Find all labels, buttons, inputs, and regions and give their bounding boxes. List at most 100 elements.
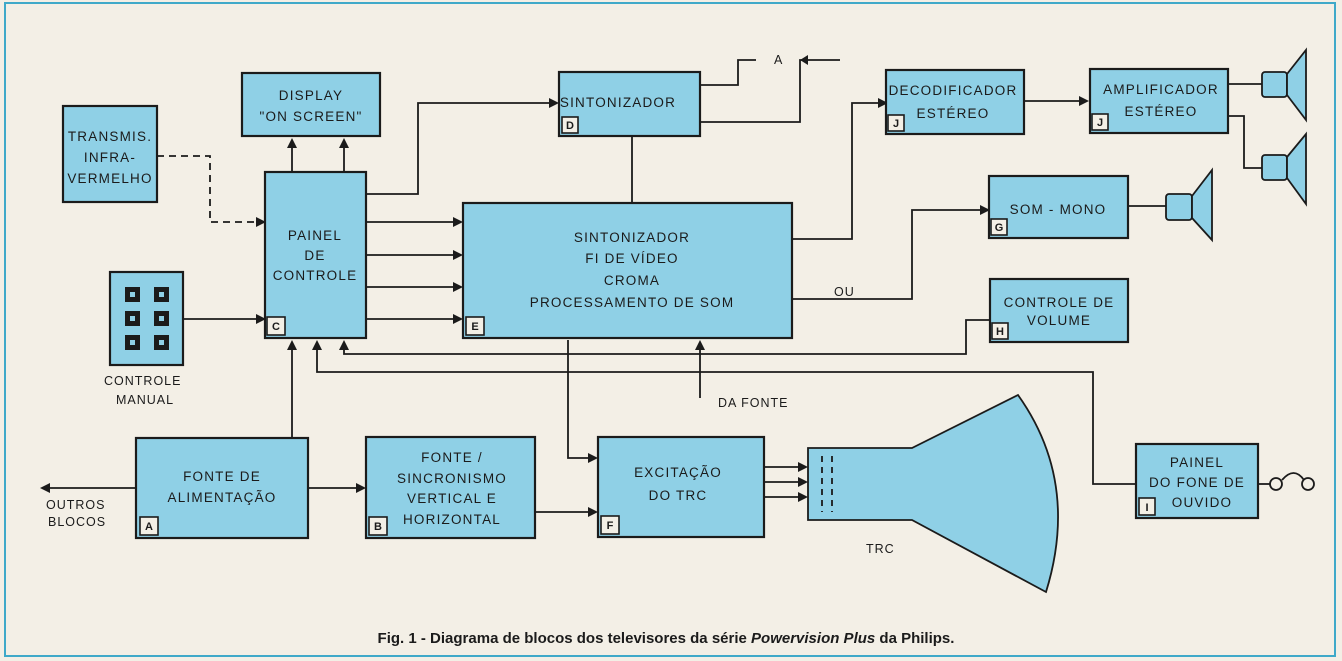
fonte-block: FONTE DE ALIMENTAÇÃO A [134,436,310,540]
arrowhead [256,314,266,324]
ir-link-line [157,155,258,223]
main-line-4: PROCESSAMENTO DE SOM [530,295,735,310]
transmis-line-2: INFRA- [84,150,136,165]
sincronismo-tag: B [374,521,382,533]
arrowhead [549,98,559,108]
sintonizador-label: SINTONIZADOR [560,95,676,110]
amplificador-block: AMPLIFICADOR ESTÉREO J [1088,67,1230,135]
fone-line-1: PAINEL [1170,455,1224,470]
main-line-2: FI DE VÍDEO [585,251,678,266]
som-mono-label: SOM - MONO [1010,202,1107,217]
painel-line-3: CONTROLE [273,268,358,283]
arrowhead [1079,96,1089,106]
speaker-icon [1165,167,1213,243]
arrowhead [312,340,322,350]
arrowhead [588,507,598,517]
sincronismo-line-1: FONTE / [421,450,483,465]
fonte-line-1: FONTE DE [183,469,261,484]
arrowhead [878,98,888,108]
arrowhead [980,205,990,215]
main-tag: E [471,321,478,333]
sincronismo-line-3: VERTICAL E [407,491,497,506]
display-block: DISPLAY "ON SCREEN" [240,71,382,138]
arrowhead [695,340,705,350]
controle-manual-label-2: MANUAL [116,393,174,407]
arrowhead [356,483,366,493]
painel-tag: C [272,321,280,333]
arrowhead [339,138,349,148]
trc-label: TRC [866,542,895,556]
amplificador-tag: J [1097,117,1103,129]
caption-prefix: Fig. 1 - Diagrama de blocos dos televiso… [378,630,751,647]
volume-line-2: VOLUME [1027,313,1091,328]
amp-speaker2-line [1228,115,1262,169]
transmis-line-3: VERMELHO [67,171,152,186]
arrowhead [798,477,808,487]
headphone-icon [1258,472,1315,491]
excitacao-block: EXCITAÇÃO DO TRC F [596,435,766,539]
decodificador-tag: J [893,118,899,130]
fone-line-3: OUVIDO [1172,495,1232,510]
sintonizador-tag: D [566,120,574,132]
excitacao-line-1: EXCITAÇÃO [634,465,722,480]
arrowhead [256,217,266,227]
main-line-3: CROMA [604,273,660,288]
painel-line-1: PAINEL [288,228,342,243]
transmis-block: TRANSMIS. INFRA- VERMELHO [61,104,159,204]
decodificador-line-1: DECODIFICADOR [889,83,1018,98]
amplificador-line-1: AMPLIFICADOR [1103,82,1219,97]
arrowhead [798,492,808,502]
main-decodificador-line [792,102,880,240]
painel-sintonizador-line [366,102,551,195]
fone-painel-line [316,348,1136,485]
speaker-icon [1261,131,1307,207]
antenna-line-right [700,59,840,123]
decodificador-line-2: ESTÉREO [917,106,990,121]
arrowhead [40,483,50,493]
fone-block: PAINEL DO FONE DE OUVIDO I [1134,442,1260,520]
speaker-icon [1261,47,1307,123]
arrowhead [800,55,808,65]
arrowhead [453,314,463,324]
antenna-line-left [700,59,756,86]
excitacao-tag: F [607,520,614,532]
arrowhead [798,462,808,472]
sintonizador-block: SINTONIZADOR D [557,70,702,138]
volume-line-1: CONTROLE DE [1004,295,1115,310]
arrowhead [287,340,297,350]
sincronismo-line-4: HORIZONTAL [403,512,501,527]
outros-blocos-label-2: BLOCOS [48,515,106,529]
volume-block: CONTROLE DE VOLUME H [988,277,1130,344]
sincronismo-block: FONTE / SINCRONISMO VERTICAL E HORIZONTA… [364,435,537,540]
antenna-label: A [774,53,783,67]
fone-tag: I [1145,502,1148,514]
main-sommono-line [792,209,982,300]
arrowhead [453,217,463,227]
controle-manual-keypad [108,270,185,367]
excitacao-line-2: DO TRC [649,488,708,503]
volume-painel-line [343,319,990,355]
outros-blocos-label-1: OUTROS [46,498,105,512]
volume-tag: H [996,326,1004,338]
picture-tube-icon [807,393,1059,594]
caption-suffix: da Philips. [875,630,954,647]
fone-line-2: DO FONE DE [1149,475,1245,490]
controle-manual-label-1: CONTROLE [104,374,181,388]
figure-frame [4,2,1336,657]
figure-caption: Fig. 1 - Diagrama de blocos dos televiso… [378,630,955,647]
decodificador-block: DECODIFICADOR ESTÉREO J [884,68,1026,136]
da-fonte-label: DA FONTE [718,396,789,410]
arrowhead [453,250,463,260]
main-excitacao-line [567,340,590,459]
display-line-1: DISPLAY [279,88,343,103]
painel-block: PAINEL DE CONTROLE C [263,170,368,340]
amplificador-line-2: ESTÉREO [1125,104,1198,119]
sincronismo-line-2: SINCRONISMO [397,471,507,486]
som-mono-block: SOM - MONO G [987,174,1130,240]
caption-italic: Powervision Plus [751,630,875,647]
fonte-tag: A [145,521,153,533]
main-processing-block: SINTONIZADOR FI DE VÍDEO CROMA PROCESSAM… [461,201,794,340]
painel-line-2: DE [304,248,325,263]
connections [40,55,1262,517]
